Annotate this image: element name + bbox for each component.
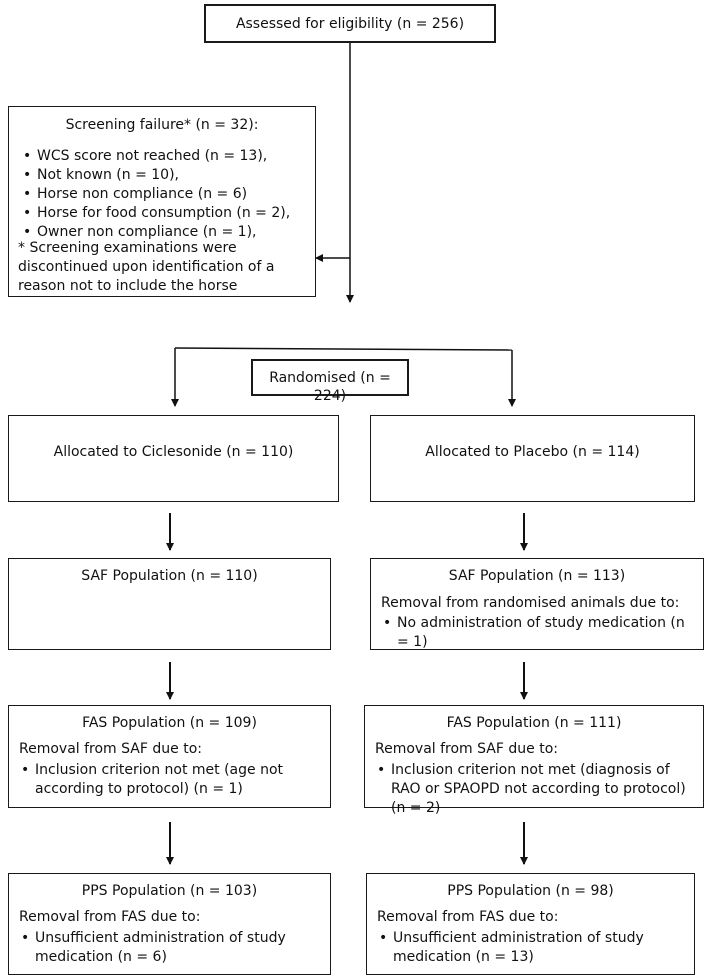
screening-failure-box: Screening failure* (n = 32): WCS score n… <box>8 106 316 297</box>
ciclesonide-pps-removal-label: Removal from FAS due to: <box>19 909 201 925</box>
list-item: Inclusion criterion not met (diagnosis o… <box>375 761 700 818</box>
randomised-box: Randomised (n = 224) <box>251 359 409 404</box>
placebo-fas-box: FAS Population (n = 111) Removal from SA… <box>364 705 704 816</box>
assessed-label: Assessed for eligibility (n = 256) <box>235 16 465 32</box>
list-item: Owner non compliance (n = 1), <box>21 223 311 242</box>
list-item: Unsufficient administration of study med… <box>19 929 299 967</box>
placebo-pps-title: PPS Population (n = 98) <box>447 883 614 899</box>
ciclesonide-pps-title: PPS Population (n = 103) <box>81 883 258 899</box>
placebo-saf-box: SAF Population (n = 113) Removal from ra… <box>370 558 704 650</box>
list-item: Unsufficient administration of study med… <box>377 929 657 967</box>
ciclesonide-fas-box: FAS Population (n = 109) Removal from SA… <box>8 705 331 808</box>
placebo-saf-removal-list: No administration of study medication (n… <box>381 614 699 652</box>
list-item: No administration of study medication (n… <box>381 614 699 652</box>
placebo-pps-box: PPS Population (n = 98) Removal from FAS… <box>366 873 695 975</box>
assessed-box: Assessed for eligibility (n = 256) <box>204 4 496 43</box>
ciclesonide-allocation-label: Allocated to Ciclesonide (n = 110) <box>53 444 294 460</box>
placebo-allocation-box: Allocated to Placebo (n = 114) <box>370 415 695 502</box>
list-item: Inclusion criterion not met (age not acc… <box>19 761 324 799</box>
screening-reasons-list: WCS score not reached (n = 13), Not know… <box>21 147 311 242</box>
placebo-fas-removal-list: Inclusion criterion not met (diagnosis o… <box>375 761 700 818</box>
ciclesonide-saf-title: SAF Population (n = 110) <box>81 568 258 584</box>
placebo-pps-removal-label: Removal from FAS due to: <box>377 909 559 925</box>
connector-split-horizontal <box>174 347 513 351</box>
placebo-fas-title: FAS Population (n = 111) <box>446 715 622 731</box>
list-item: WCS score not reached (n = 13), <box>21 147 311 166</box>
placebo-allocation-label: Allocated to Placebo (n = 114) <box>425 444 640 460</box>
randomised-label: Randomised (n = 224) <box>269 370 391 404</box>
ciclesonide-fas-title: FAS Population (n = 109) <box>82 715 257 731</box>
placebo-saf-removal-label: Removal from randomised animals due to: <box>381 595 680 611</box>
ciclesonide-allocation-box: Allocated to Ciclesonide (n = 110) <box>8 415 339 502</box>
ciclesonide-saf-box: SAF Population (n = 110) <box>8 558 331 650</box>
placebo-pps-removal-list: Unsufficient administration of study med… <box>377 929 657 967</box>
ciclesonide-pps-removal-list: Unsufficient administration of study med… <box>19 929 299 967</box>
placebo-fas-removal-label: Removal from SAF due to: <box>375 741 558 757</box>
ciclesonide-fas-removal-label: Removal from SAF due to: <box>19 741 202 757</box>
ciclesonide-pps-box: PPS Population (n = 103) Removal from FA… <box>8 873 331 975</box>
list-item: Horse non compliance (n = 6) <box>21 185 311 204</box>
list-item: Not known (n = 10), <box>21 166 311 185</box>
list-item: Horse for food consumption (n = 2), <box>21 204 311 223</box>
placebo-saf-title: SAF Population (n = 113) <box>448 568 626 584</box>
screening-footnote: * Screening examinations were discontinu… <box>18 240 275 294</box>
ciclesonide-fas-removal-list: Inclusion criterion not met (age not acc… <box>19 761 324 799</box>
screening-failure-title: Screening failure* (n = 32): <box>65 117 259 133</box>
